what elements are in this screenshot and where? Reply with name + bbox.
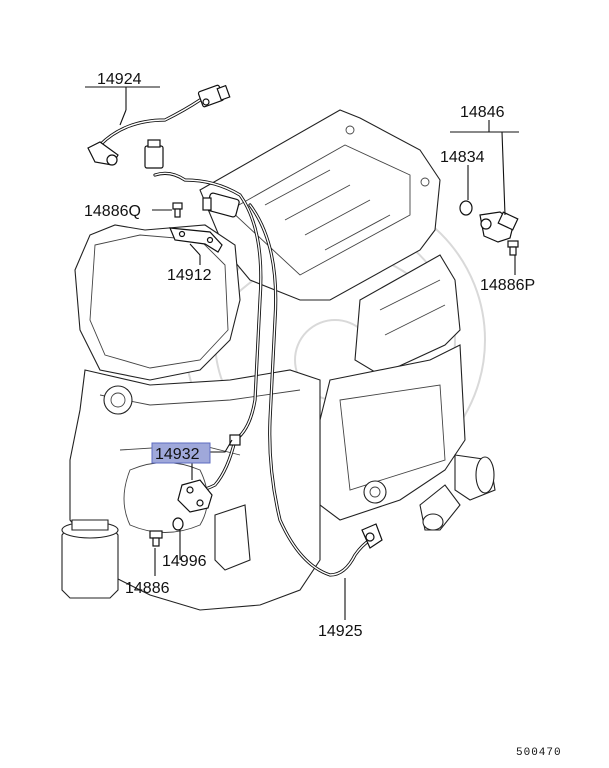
- o-ring-14834: [459, 200, 473, 216]
- o-ring-14996: [172, 517, 184, 531]
- label-14886p[interactable]: 14886P: [480, 277, 535, 294]
- label-14925[interactable]: 14925: [318, 623, 363, 640]
- sensor-connector: [202, 192, 240, 218]
- label-14924[interactable]: 14924: [97, 71, 142, 88]
- label-14834[interactable]: 14834: [440, 149, 485, 166]
- wire-harness: [98, 98, 372, 577]
- bolt-14886: [149, 530, 163, 547]
- label-14932[interactable]: 14932: [155, 446, 200, 463]
- bolt-14886q: [172, 202, 183, 218]
- label-14886[interactable]: 14886: [125, 580, 170, 597]
- cam-sensor-14846: [479, 211, 519, 243]
- leader-lines: [85, 86, 519, 620]
- connector-plug: [144, 139, 164, 169]
- crank-sensor-14932: [177, 434, 241, 513]
- engine-block: [61, 109, 496, 611]
- sensor-14925: [361, 523, 383, 549]
- label-14932-highlight: [151, 442, 211, 464]
- label-14886q[interactable]: 14886Q: [84, 203, 141, 220]
- bolt-14886p: [507, 240, 519, 256]
- bracket-14912: [169, 227, 223, 253]
- connector-14924: [87, 84, 231, 166]
- label-14996[interactable]: 14996: [162, 553, 207, 570]
- reference-number: 500470: [516, 747, 562, 759]
- part-labels: 14924 14846 14834 14886Q 14912 14886P 14…: [84, 71, 535, 640]
- label-14912[interactable]: 14912: [167, 267, 212, 284]
- label-14846[interactable]: 14846: [460, 104, 505, 121]
